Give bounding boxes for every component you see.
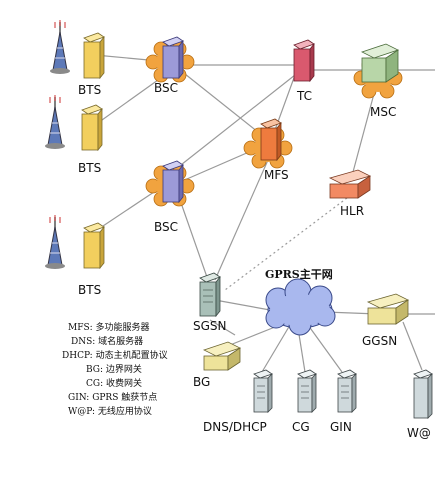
bts-2: BTS [44, 94, 103, 175]
sgsn-server-icon [199, 272, 221, 318]
bts-cabinet-icon [81, 104, 103, 152]
dns-server-icon [253, 369, 273, 413]
gin-label: GIN [330, 420, 352, 434]
bts-cabinet-icon [83, 222, 105, 270]
link-hlr-sgsn [224, 197, 348, 291]
link-sgsn-cloud [214, 299, 271, 311]
wap-server-icon [413, 369, 433, 419]
mfs-node: MFS [243, 118, 293, 182]
bg-node: BG [193, 341, 242, 389]
bsc-server-icon [162, 36, 184, 80]
tc-server-icon [293, 39, 315, 83]
legend-item-dns: DNS: 域名服务器 [71, 335, 143, 347]
link-bts2-bsc1 [94, 74, 166, 126]
bg-label: BG [193, 375, 210, 389]
gin-server-icon [337, 369, 357, 413]
wap-node: W@ [407, 369, 433, 440]
legend-item-dhcp: DHCP: 动态主机配置协议 [62, 349, 168, 361]
msc-node: MSC [353, 43, 403, 119]
msc-server-icon [360, 43, 400, 83]
bts-label: BTS [78, 283, 101, 297]
cloud-icon [265, 278, 336, 336]
bsc-label: BSC [154, 220, 178, 234]
cg-server-icon [297, 369, 317, 413]
tc-label: TC [296, 89, 312, 103]
link-sgsn-bsc2 [179, 199, 209, 281]
link-bts3-bsc2 [99, 187, 161, 229]
wap-label: W@ [407, 426, 431, 440]
bts-3: BTS [44, 214, 105, 297]
bsc-label: BSC [154, 81, 178, 95]
hlr-label: HLR [340, 204, 364, 218]
dns-dhcp-node: DNS/DHCP [203, 369, 273, 434]
mfs-label: MFS [264, 168, 289, 182]
link-bsc1-mfs [179, 69, 269, 141]
link-cloud-gin [307, 324, 343, 373]
link-mfs-sgsn [214, 159, 269, 281]
legend-item-cg: CG: 收费网关 [86, 377, 142, 389]
bts-cabinet-icon [83, 32, 105, 80]
bsc-server-icon [162, 160, 184, 204]
bsc-2: BSC [145, 160, 195, 234]
mfs-server-icon [260, 118, 282, 162]
legend-item-gin: GIN: GPRS 触获节点 [68, 391, 157, 403]
ggsn-server-icon [366, 293, 410, 325]
sgsn-label: SGSN [193, 319, 227, 333]
ggsn-node: GGSN [362, 293, 410, 348]
legend-item-bg: BG: 边界网关 [86, 363, 142, 375]
link-ggsn-wap [402, 321, 423, 371]
sgsn-node: SGSN [193, 272, 227, 333]
bts-1: BTS [49, 19, 105, 97]
cloud-label: GPRS主干网 [265, 267, 333, 281]
hlr-node: HLR [328, 169, 372, 218]
cg-label: CG [292, 420, 310, 434]
link-cloud-dns [261, 324, 291, 373]
hlr-server-icon [328, 169, 372, 199]
bts-label: BTS [78, 83, 101, 97]
link-sgsn-bg [209, 319, 236, 336]
gin-node: GIN [330, 369, 357, 434]
legend-item-mfs: MFS: 多功能服务器 [68, 321, 150, 333]
link-tc-bsc2 [171, 74, 296, 173]
antenna-tower-icon [44, 214, 66, 270]
legend-item-wap: W@P: 无线应用协议 [68, 405, 152, 417]
antenna-tower-icon [49, 19, 71, 75]
link-cloud-bg [229, 324, 281, 346]
dns-dhcp-label: DNS/DHCP [203, 420, 267, 434]
bsc-1: BSC [145, 36, 195, 95]
ggsn-label: GGSN [362, 334, 397, 348]
link-msc-hlr [352, 89, 376, 173]
bg-server-icon [202, 341, 242, 371]
antenna-tower-icon [44, 94, 66, 150]
tc-node: TC [293, 39, 315, 103]
cg-node: CG [292, 369, 317, 434]
msc-label: MSC [370, 105, 396, 119]
dotted-links [224, 197, 348, 291]
gprs-backbone-cloud: GPRS主干网 [265, 267, 336, 336]
legend: MFS: 多功能服务器 DNS: 域名服务器 DHCP: 动态主机配置协议 BG… [62, 321, 168, 417]
bts-label: BTS [78, 161, 101, 175]
